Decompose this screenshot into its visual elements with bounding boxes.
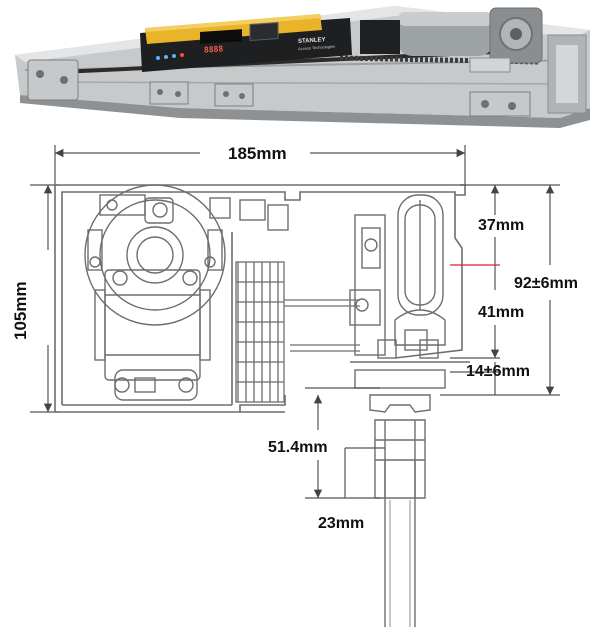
- dimension-wheel-bottom-label: 41mm: [478, 304, 525, 321]
- dimension-mount-height: [440, 184, 560, 396]
- dimension-hanger-gap: [450, 362, 500, 395]
- mounting-bracket: [354, 369, 446, 499]
- dimension-hanger-gap-label: 14±6mm: [466, 363, 530, 380]
- dimension-clamp-depth: [305, 387, 385, 499]
- dimension-width-label: 185mm: [228, 144, 287, 163]
- dimension-wheel-top-label: 37mm: [478, 217, 525, 234]
- dimension-clamp-depth-label: 51.4mm: [268, 439, 328, 456]
- status-led-icon: [156, 56, 160, 60]
- motor-gearbox: [360, 7, 543, 73]
- belt-lines: [284, 299, 360, 352]
- hanger-wheel: [349, 194, 446, 359]
- glass-panel: [384, 460, 416, 627]
- motor-drawing: [84, 184, 289, 401]
- dimension-width: [54, 145, 466, 185]
- dimension-height-label: 105mm: [11, 281, 30, 340]
- hanger-carriages: [27, 59, 531, 117]
- dimension-glass-depth-label: 23mm: [318, 515, 365, 532]
- dimension-mount-height-label: 92±6mm: [514, 275, 578, 292]
- drive-pulley: [235, 261, 285, 403]
- controller-unit: [140, 14, 352, 72]
- dimension-wheel: [450, 184, 505, 359]
